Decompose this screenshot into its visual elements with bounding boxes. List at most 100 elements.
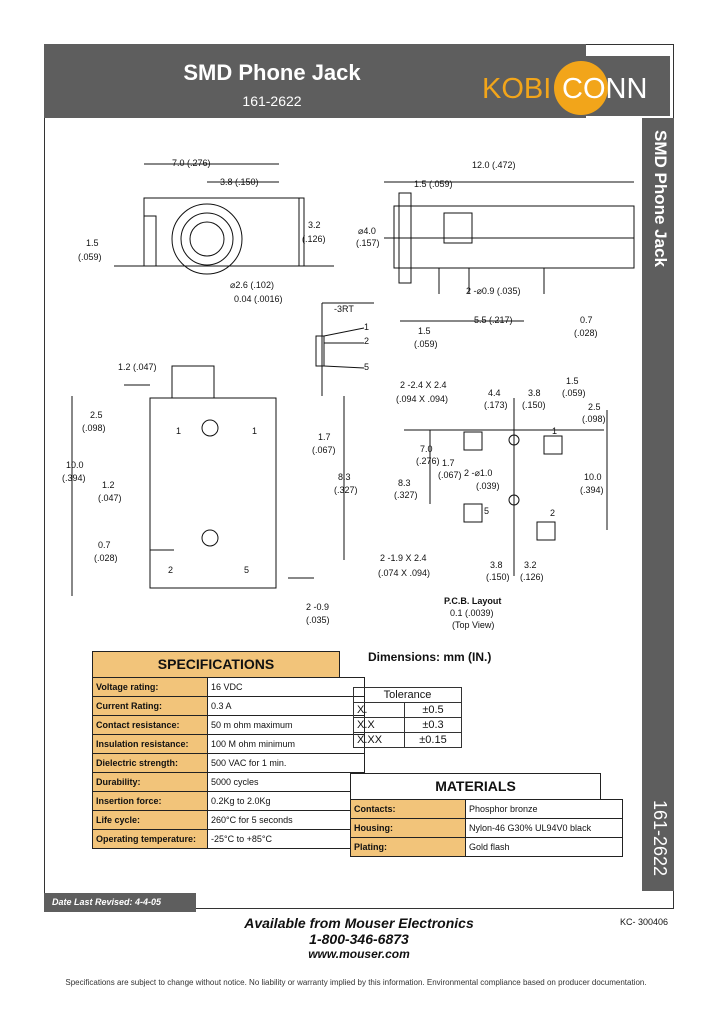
materials-heading: MATERIALS bbox=[350, 773, 601, 800]
dim-tr-3: ⌀4.0 bbox=[358, 226, 376, 236]
pcb-view: (Top View) bbox=[452, 620, 494, 630]
material-row: Housing:Nylon-46 G30% UL94V0 black bbox=[350, 818, 623, 838]
pin-label-1b: 1 bbox=[252, 426, 257, 436]
dim-bl-8b: (.035) bbox=[306, 615, 330, 625]
dim-tl-3: 3.2 bbox=[308, 220, 321, 230]
spec-key: Voltage rating: bbox=[92, 677, 208, 697]
revised-bar bbox=[44, 893, 196, 912]
dim-tl-3b: (.126) bbox=[302, 234, 326, 244]
dim-tr-3b: (.157) bbox=[356, 238, 380, 248]
pcb-dim-12b: (.150) bbox=[486, 572, 510, 582]
spec-row: Life cycle:260°C for 5 seconds bbox=[92, 810, 365, 830]
spec-row: Operating temperature:-25°C to +85°C bbox=[92, 829, 365, 849]
tolerance-key: X.X bbox=[353, 717, 405, 733]
dim-tr-6: 5.5 (.217) bbox=[474, 315, 513, 325]
schematic-pin-2: 2 bbox=[364, 336, 369, 346]
pcb-dim-4: 1.5 bbox=[566, 376, 579, 386]
pcb-dim-11: 2 -1.9 X 2.4 bbox=[380, 553, 427, 563]
spec-key: Insertion force: bbox=[92, 791, 208, 811]
pcb-dim-9b: (.039) bbox=[476, 481, 500, 491]
dim-bl-3b: (.394) bbox=[62, 473, 86, 483]
schematic-label: -3RT bbox=[334, 304, 354, 314]
pcb-dim-9: 2 -⌀1.0 bbox=[464, 468, 492, 478]
date-revised: Date Last Revised: 4-4-05 bbox=[52, 897, 162, 907]
pcb-dim-11b: (.074 X .094) bbox=[378, 568, 430, 578]
material-value: Gold flash bbox=[465, 837, 623, 857]
pcb-dim-13b: (.126) bbox=[520, 572, 544, 582]
logo-left-text: KOBI bbox=[482, 73, 551, 105]
tolerance-key: X. bbox=[353, 702, 405, 718]
specifications-heading: SPECIFICATIONS bbox=[92, 651, 340, 678]
schematic-pin-5: 5 bbox=[364, 362, 369, 372]
pcb-dim-5b: (.098) bbox=[582, 414, 606, 424]
availability-url[interactable]: www.mouser.com bbox=[308, 947, 410, 961]
spec-value: 5000 cycles bbox=[207, 772, 365, 792]
material-key: Plating: bbox=[350, 837, 466, 857]
spec-key: Operating temperature: bbox=[92, 829, 208, 849]
spec-key: Contact resistance: bbox=[92, 715, 208, 735]
pcb-dim-2b: (.173) bbox=[484, 400, 508, 410]
dim-bl-6: 1.7 bbox=[318, 432, 331, 442]
dim-tr-1: 12.0 (.472) bbox=[472, 160, 516, 170]
pcb-dim-12: 3.8 bbox=[490, 560, 503, 570]
spec-value: 50 m ohm maximum bbox=[207, 715, 365, 735]
dim-tl-2: 3.8 (.150) bbox=[220, 177, 259, 187]
dim-bl-1: 1.2 (.047) bbox=[118, 362, 157, 372]
pcb-dim-7: 8.3 bbox=[398, 478, 411, 488]
tolerance-key: X.XX bbox=[353, 732, 405, 748]
dim-bl-8: 2 -0.9 bbox=[306, 602, 329, 612]
dim-bl-5b: (.028) bbox=[94, 553, 118, 563]
pcb-dim-3b: (.150) bbox=[522, 400, 546, 410]
kc-number: KC- 300406 bbox=[620, 917, 669, 927]
pcb-pad-1: 1 bbox=[552, 426, 557, 436]
side-part-number: 161-2622 bbox=[650, 800, 670, 877]
dim-tl-1: 7.0 (.276) bbox=[172, 158, 211, 168]
pin-label-5: 5 bbox=[244, 565, 249, 575]
availability-phone: 1-800-346-6873 bbox=[309, 931, 409, 947]
spec-row: Dielectric strength:500 VAC for 1 min. bbox=[92, 753, 365, 773]
technical-drawing: 7.0 (.276) 3.8 (.150) 3.2 (.126) 1.5 (.0… bbox=[62, 158, 635, 630]
pcb-dim-6b: (.276) bbox=[416, 456, 440, 466]
spec-value: -25°C to +85°C bbox=[207, 829, 365, 849]
pcb-pad-5: 5 bbox=[484, 506, 489, 516]
logo-right-text: CONN bbox=[562, 73, 647, 105]
dim-bl-7b: (.327) bbox=[334, 485, 358, 495]
dim-tl-4b: (.059) bbox=[78, 252, 102, 262]
tolerance-value: ±0.15 bbox=[404, 732, 462, 748]
dim-bl-6b: (.067) bbox=[312, 445, 336, 455]
pcb-dim-6: 7.0 bbox=[420, 444, 433, 454]
dim-tr-4: 2 -⌀0.9 (.035) bbox=[466, 286, 520, 296]
pcb-dim-5: 2.5 bbox=[588, 402, 601, 412]
pin-label-2: 2 bbox=[168, 565, 173, 575]
material-row: Contacts:Phosphor bronze bbox=[350, 799, 623, 819]
spec-row: Insertion force:0.2Kg to 2.0Kg bbox=[92, 791, 365, 811]
pcb-tolerance: 0.1 (.0039) bbox=[450, 608, 494, 618]
availability-line-1: Available from Mouser Electronics bbox=[244, 915, 474, 931]
spec-value: 100 M ohm minimum bbox=[207, 734, 365, 754]
pcb-dim-8b: (.067) bbox=[438, 470, 462, 480]
dim-bl-2b: (.098) bbox=[82, 423, 106, 433]
dim-bl-3: 10.0 bbox=[66, 460, 84, 470]
tolerance-row: X.X±0.3 bbox=[353, 717, 462, 733]
pcb-dim-10: 10.0 bbox=[584, 472, 602, 482]
spec-value: 16 VDC bbox=[207, 677, 365, 697]
material-row: Plating:Gold flash bbox=[350, 837, 623, 857]
spec-row: Insulation resistance:100 M ohm minimum bbox=[92, 734, 365, 754]
spec-row: Contact resistance:50 m ohm maximum bbox=[92, 715, 365, 735]
pcb-title: P.C.B. Layout bbox=[444, 596, 501, 606]
spec-key: Durability: bbox=[92, 772, 208, 792]
spec-key: Dielectric strength: bbox=[92, 753, 208, 773]
spec-key: Life cycle: bbox=[92, 810, 208, 830]
pcb-dim-7b: (.327) bbox=[394, 490, 418, 500]
dimensions-label: Dimensions: mm (IN.) bbox=[368, 650, 492, 664]
tolerance-value: ±0.5 bbox=[404, 702, 462, 718]
footnote: Specifications are subject to change wit… bbox=[65, 978, 647, 987]
tolerance-value: ±0.3 bbox=[404, 717, 462, 733]
kobiconn-logo: KOBI CONN bbox=[470, 56, 670, 116]
page-title: SMD Phone Jack bbox=[183, 60, 361, 85]
material-value: Phosphor bronze bbox=[465, 799, 623, 819]
material-key: Contacts: bbox=[350, 799, 466, 819]
pcb-dim-2: 4.4 bbox=[488, 388, 501, 398]
dim-tl-4: 1.5 bbox=[86, 238, 99, 248]
pcb-dim-3: 3.8 bbox=[528, 388, 541, 398]
